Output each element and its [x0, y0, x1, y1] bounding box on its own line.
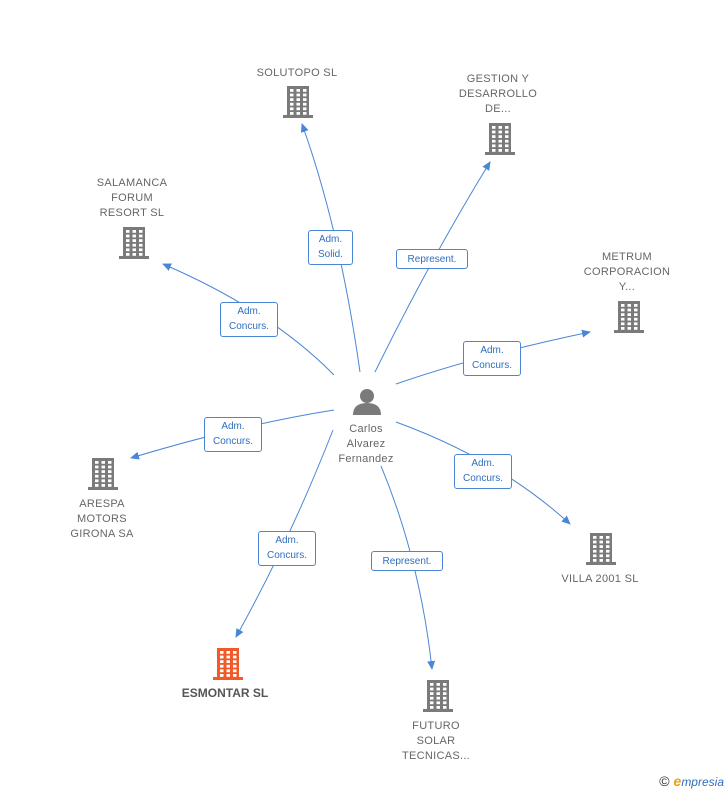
edge-label-esmontar[interactable]: Adm. Concurs.: [258, 531, 316, 566]
node-label-futuro[interactable]: FUTURO SOLAR TECNICAS...: [401, 720, 471, 762]
building-icon-salamanca[interactable]: [119, 227, 149, 259]
edge-label-solutopo[interactable]: Adm. Solid.: [308, 230, 353, 265]
edge-label-villa[interactable]: Adm. Concurs.: [454, 454, 512, 489]
building-icon-esmontar[interactable]: [213, 648, 243, 680]
footer-brand[interactable]: ©empresia: [659, 773, 724, 789]
copyright-symbol: ©: [659, 773, 670, 789]
brand-logo-e: e: [673, 773, 682, 789]
edge-label-gestion[interactable]: Represent.: [396, 249, 468, 269]
edge-label-metrum[interactable]: Adm. Concurs.: [463, 341, 521, 376]
node-label-solutopo[interactable]: SOLUTOPO SL: [256, 67, 338, 79]
edge-label-futuro[interactable]: Represent.: [371, 551, 443, 571]
building-icon-villa[interactable]: [586, 533, 616, 565]
building-icon-metrum[interactable]: [614, 301, 644, 333]
node-label-salamanca[interactable]: SALAMANCA FORUM RESORT SL: [96, 177, 168, 219]
building-icon-gestion[interactable]: [485, 123, 515, 155]
building-icon-arespa[interactable]: [88, 458, 118, 490]
node-label-arespa[interactable]: ARESPA MOTORS GIRONA SA: [70, 498, 134, 540]
brand-name: mpresia: [681, 775, 724, 789]
edge-label-arespa[interactable]: Adm. Concurs.: [204, 417, 262, 452]
node-label-esmontar[interactable]: ESMONTAR SL: [181, 686, 269, 700]
node-label-carlos[interactable]: Carlos Alvarez Fernandez: [338, 423, 394, 465]
node-label-metrum[interactable]: METRUM CORPORACION Y...: [583, 251, 671, 293]
edge-label-salamanca[interactable]: Adm. Concurs.: [220, 302, 278, 337]
node-label-villa[interactable]: VILLA 2001 SL: [561, 573, 639, 585]
node-label-gestion[interactable]: GESTION Y DESARROLLO DE...: [458, 73, 538, 115]
building-icon-solutopo[interactable]: [283, 86, 313, 118]
person-icon[interactable]: [353, 389, 381, 415]
building-icon-futuro[interactable]: [423, 680, 453, 712]
